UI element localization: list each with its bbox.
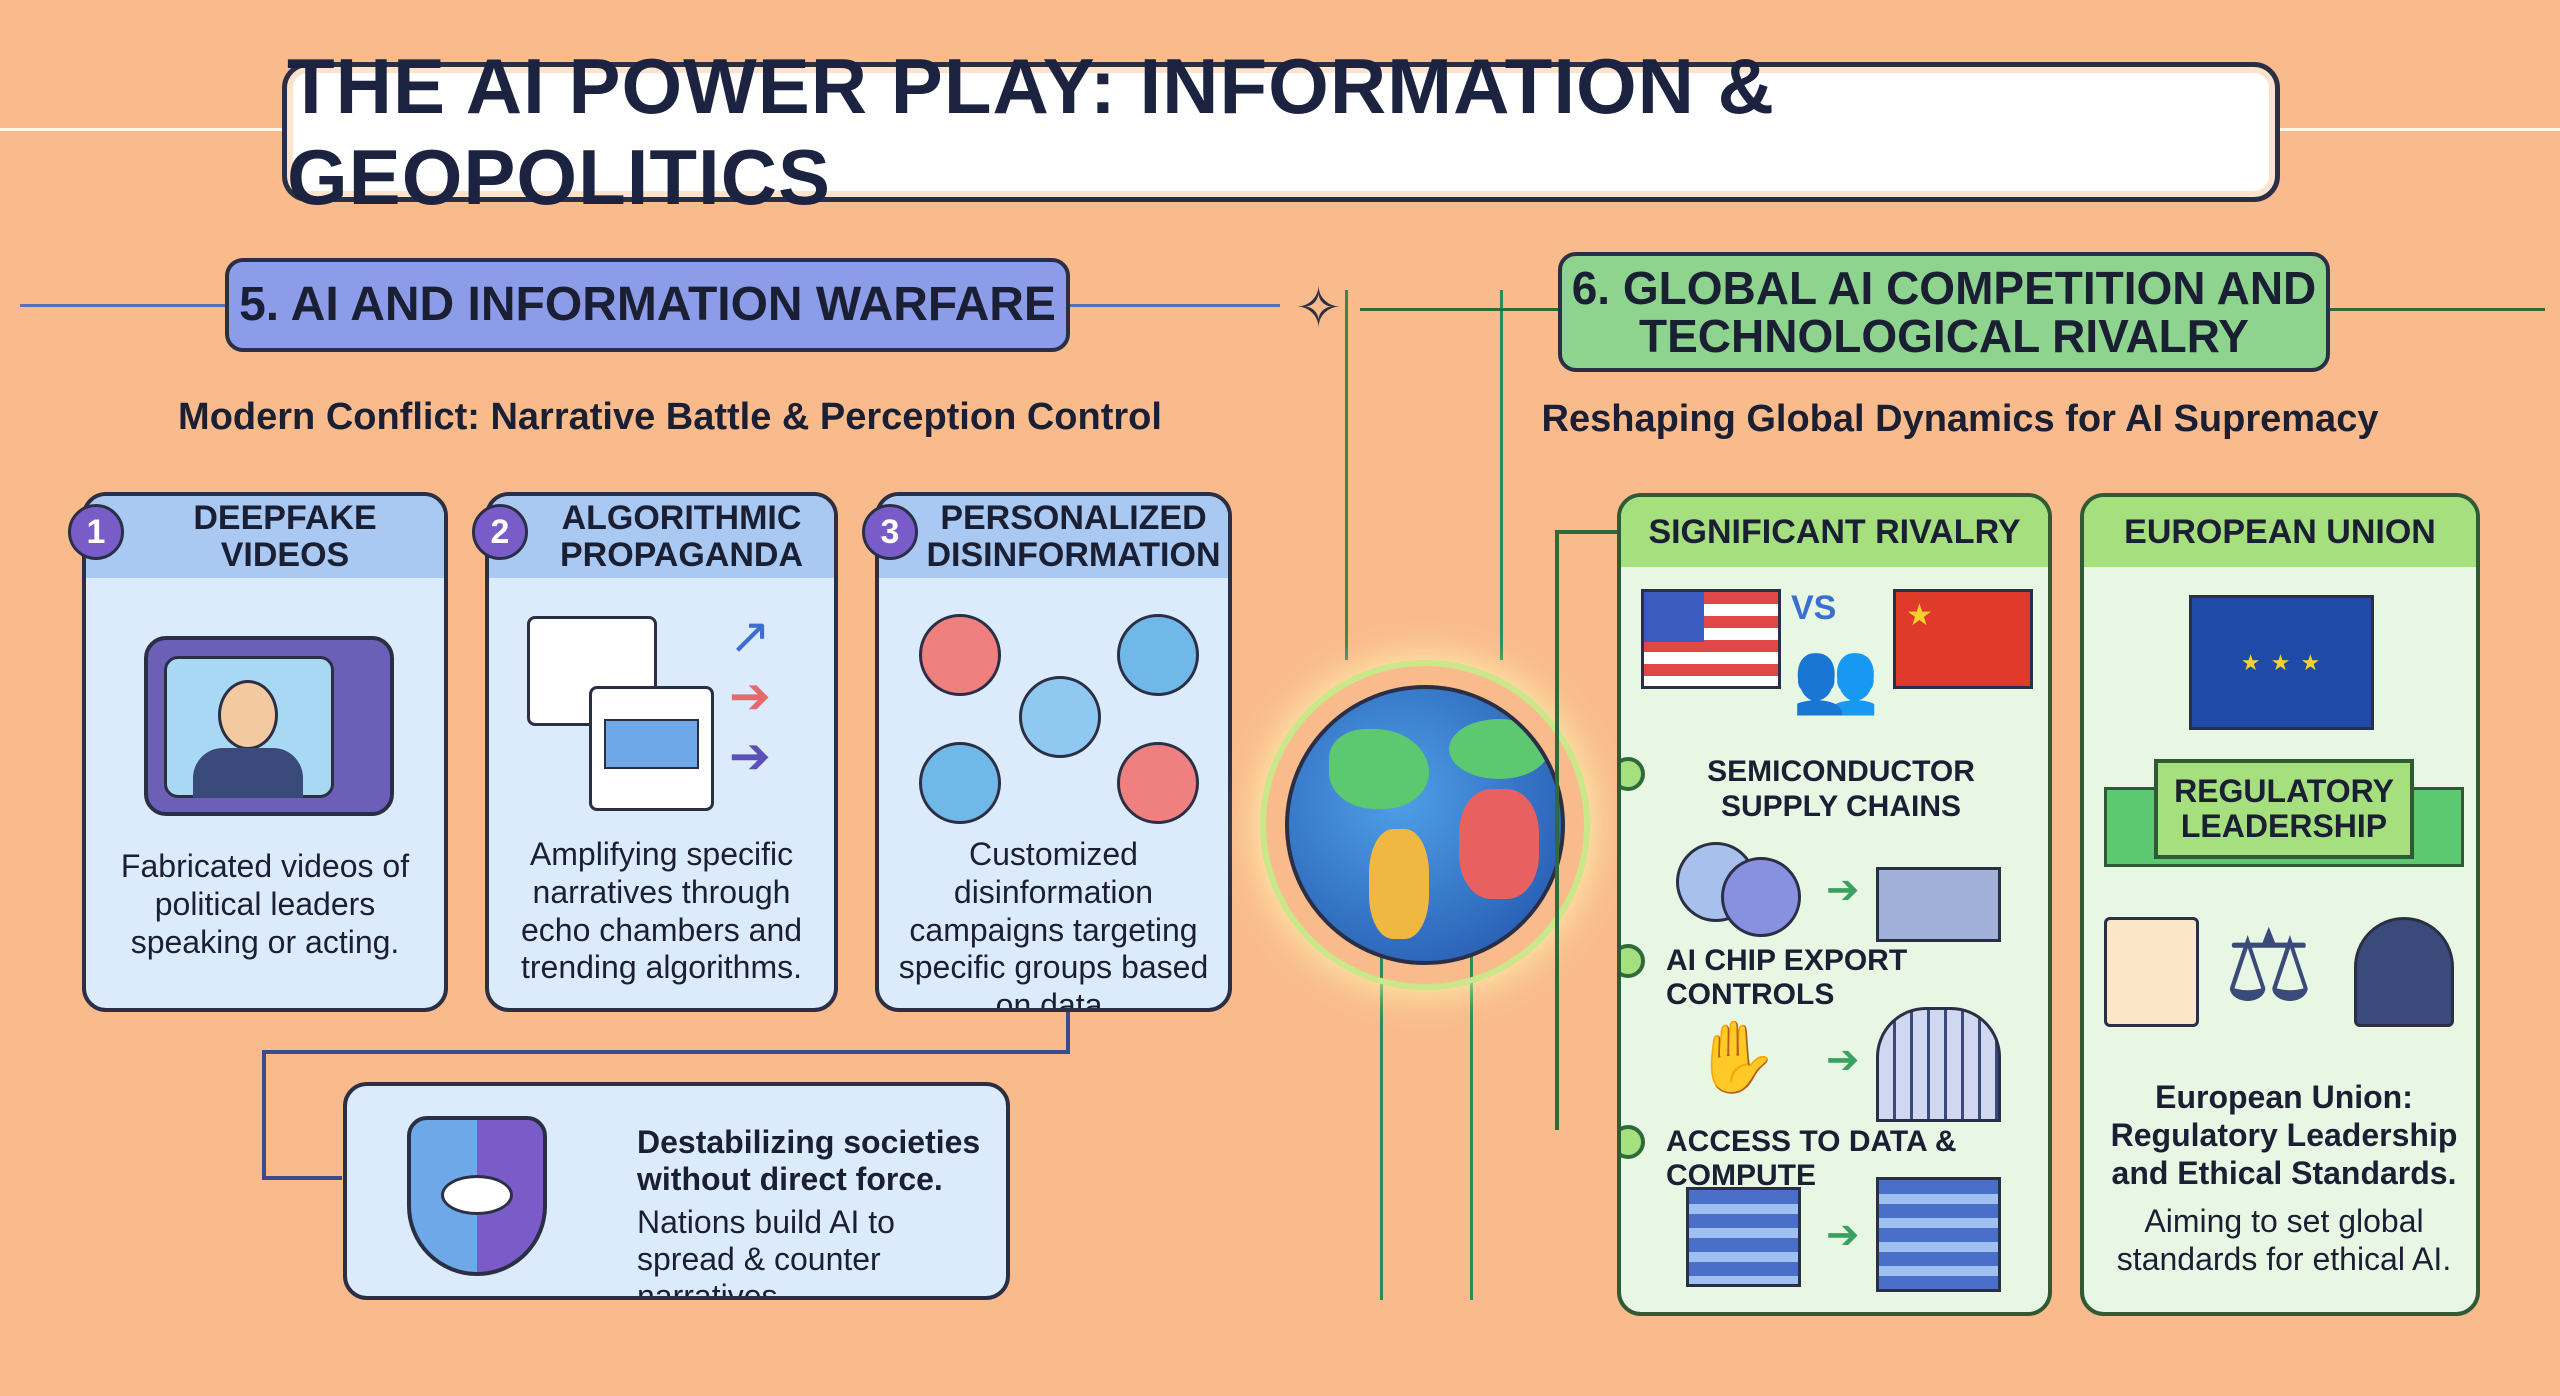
circuit-line-right [2280, 128, 2560, 131]
bullet-dot [1621, 1125, 1645, 1159]
card-text: Amplifying specific narratives through e… [520, 836, 803, 986]
circuit-line [20, 304, 225, 307]
summary-box: Destabilizing societies without direct f… [343, 1082, 1010, 1300]
person-network-icon [919, 614, 1199, 824]
chart-window-icon [589, 686, 714, 811]
wafer-icon [1721, 857, 1801, 937]
card-title: ALGORITHMIC PROPAGANDA [489, 496, 834, 578]
circuit-line [2330, 308, 2545, 311]
connector-line [262, 1050, 266, 1180]
circuit-line [1345, 290, 1348, 660]
connector-line [1555, 530, 1617, 534]
vs-label: VS [1791, 589, 1837, 627]
globe-glow [1260, 660, 1590, 990]
rivalry-item-data: ACCESS TO DATA & COMPUTE [1666, 1125, 1957, 1192]
arrow-icon: ➔ [1826, 868, 1860, 912]
card-text: Customized disinformation campaigns targ… [898, 836, 1209, 1012]
circuit-line [1070, 304, 1280, 307]
circuit-line [1380, 950, 1383, 1300]
card-personalized: PERSONALIZED DISINFORMATION Customized d… [875, 492, 1232, 1012]
card-title: PERSONALIZED DISINFORMATION [879, 496, 1228, 578]
card-deepfake: DEEPFAKE VIDEOS Fabricated videos of pol… [82, 492, 448, 1012]
circuit-line [1470, 950, 1473, 1300]
section-5-subtitle: Modern Conflict: Narrative Battle & Perc… [178, 396, 1162, 438]
sparkle-icon: ✧ [1295, 276, 1342, 339]
chip-block-icon: ✋ [1692, 1018, 1780, 1096]
bullet-dot [1621, 757, 1645, 791]
regulatory-banner: REGULATORY LEADERSHIP [2154, 759, 2414, 859]
eu-card: EUROPEAN UNION ★ ★ ★ REGULATORY LEADERSH… [2080, 493, 2480, 1316]
section-6-header: 6. GLOBAL AI COMPETITION AND TECHNOLOGIC… [1558, 252, 2330, 372]
gate-shield-icon [1876, 1007, 2001, 1122]
connector-line [1555, 530, 1559, 1130]
people-icon: 👥 [1792, 638, 1880, 716]
datacenter-icon [1876, 1177, 2001, 1292]
rivalry-item-semiconductor: SEMICONDUCTOR SUPPLY CHAINS [1707, 755, 1975, 823]
eu-bold-text: European Union: Regulatory Leadership an… [2110, 1079, 2458, 1191]
arrow-icon: ➔ [1826, 1213, 1860, 1257]
tv-icon [144, 636, 394, 816]
trending-arrows-icon: ↗➔➔ [729, 608, 771, 784]
eu-title: EUROPEAN UNION [2084, 497, 2476, 567]
card-text: Fabricated videos of political leaders s… [120, 848, 410, 960]
summary-bold: Destabilizing societies without direct f… [637, 1124, 981, 1197]
card-propaganda: ALGORITHMIC PROPAGANDA ↗➔➔ Amplifying sp… [485, 492, 838, 1012]
server-icon [1686, 1187, 1801, 1287]
step-badge-3: 3 [862, 504, 918, 560]
step-badge-2: 2 [472, 504, 528, 560]
circuit-line [1360, 308, 1558, 311]
page-title: THE AI POWER PLAY: INFORMATION & GEOPOLI… [282, 42, 2280, 221]
globe-icon [1285, 685, 1565, 965]
connector-line [262, 1176, 342, 1180]
card-title: DEEPFAKE VIDEOS [86, 496, 444, 578]
rivalry-item-export: AI CHIP EXPORT CONTROLS [1666, 944, 1908, 1011]
judge-icon [2354, 917, 2454, 1027]
eu-text: Aiming to set global standards for ethic… [2116, 1203, 2452, 1277]
section-5-header: 5. AI AND INFORMATION WARFARE [225, 258, 1070, 352]
us-flag-icon [1641, 589, 1781, 689]
summary-text: Nations build AI to spread & counter nar… [637, 1204, 895, 1300]
step-badge-1: 1 [68, 504, 124, 560]
connector-line [262, 1050, 1070, 1054]
china-flag-icon: ★ [1893, 589, 2033, 689]
rivalry-card: SIGNIFICANT RIVALRY VS 👥 ★ SEMICONDUCTOR… [1617, 493, 2052, 1316]
scroll-icon [2104, 917, 2199, 1027]
factory-icon [1876, 867, 2001, 942]
shield-eye-icon [407, 1116, 547, 1276]
arrow-icon: ➔ [1826, 1038, 1860, 1082]
rivalry-title: SIGNIFICANT RIVALRY [1621, 497, 2048, 567]
circuit-line [1500, 290, 1503, 660]
eu-flag-icon: ★ ★ ★ [2189, 595, 2374, 730]
connector-line [1066, 1012, 1070, 1052]
section-6-subtitle: Reshaping Global Dynamics for AI Suprema… [1541, 398, 2379, 440]
bullet-dot [1621, 944, 1645, 978]
scales-icon: ⚖ [2224, 910, 2314, 1022]
circuit-line-left [0, 128, 282, 131]
